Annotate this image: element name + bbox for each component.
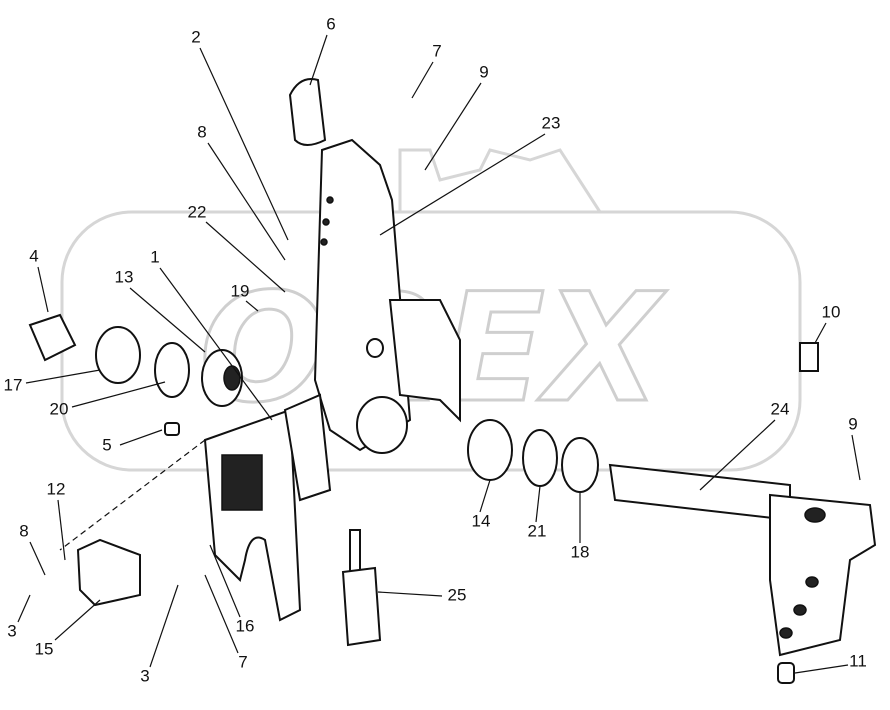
callout-24: 24	[771, 399, 790, 418]
callout-labels: 2 6 7 9 23 8 22 19 1 13 4 17 20 5 12 8 3…	[4, 14, 867, 685]
callout-8b: 8	[19, 521, 28, 540]
callout-25: 25	[448, 585, 467, 604]
callout-20: 20	[50, 399, 69, 418]
callout-2: 2	[191, 27, 200, 46]
callout-19: 19	[231, 281, 250, 300]
callout-21: 21	[528, 521, 547, 540]
cover-plate-part	[76, 538, 141, 607]
mounting-plate-part	[203, 393, 332, 622]
bearing-stack-left	[28, 313, 243, 436]
callout-7b: 7	[238, 652, 247, 671]
main-bracket-part	[313, 138, 461, 454]
callout-18: 18	[571, 542, 590, 561]
callout-22: 22	[188, 202, 207, 221]
callout-3: 3	[7, 621, 16, 640]
callout-12: 12	[47, 479, 66, 498]
callout-1: 1	[150, 247, 159, 266]
callout-23: 23	[542, 113, 561, 132]
callout-14: 14	[472, 511, 491, 530]
callout-8: 8	[197, 122, 206, 141]
callout-9: 9	[479, 62, 488, 81]
bearing-stack-right	[467, 419, 599, 493]
callout-7: 7	[432, 41, 441, 60]
callout-6: 6	[326, 14, 335, 33]
callout-10: 10	[822, 302, 841, 321]
lever-knob-part	[288, 78, 327, 146]
spindle-shaft-part	[608, 342, 877, 684]
callout-16: 16	[236, 616, 255, 635]
callout-3b: 3	[140, 666, 149, 685]
callout-15: 15	[35, 639, 54, 658]
callout-4: 4	[29, 246, 38, 265]
callout-11: 11	[849, 651, 867, 670]
bolt-block-part	[341, 529, 382, 647]
callout-5: 5	[102, 435, 111, 454]
callout-9b: 9	[848, 414, 857, 433]
leader-lines	[17, 34, 861, 674]
callout-13: 13	[115, 267, 134, 286]
callout-17: 17	[4, 375, 23, 394]
